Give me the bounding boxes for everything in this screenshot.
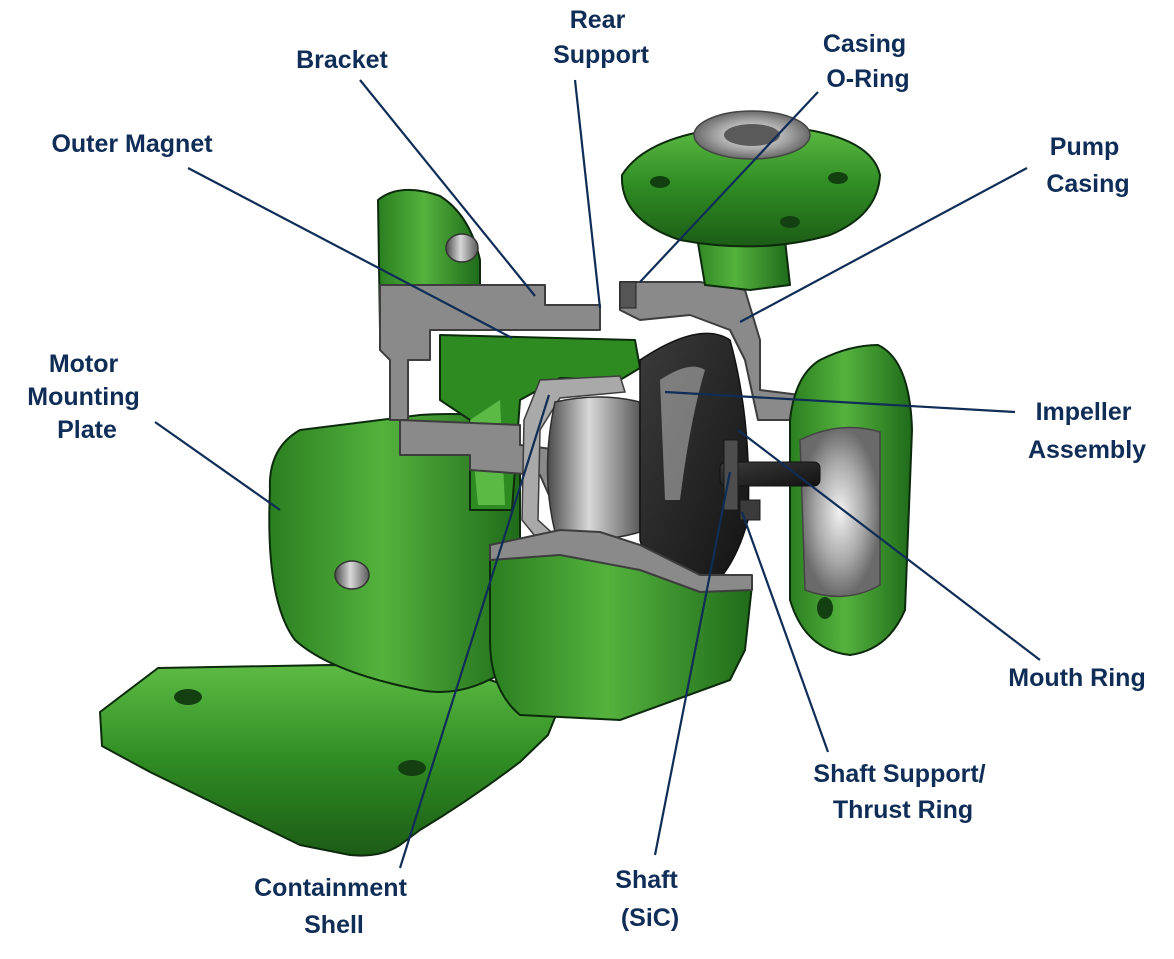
label-impeller-assembly: Impeller Assembly xyxy=(1028,398,1146,464)
base-foot-plate xyxy=(99,664,561,857)
suction-bore xyxy=(799,426,881,598)
flange-hole-1 xyxy=(650,176,670,188)
mounting-bolt-upper xyxy=(445,233,479,263)
leader-impeller-assembly xyxy=(664,390,1016,414)
label-shaft: Shaft (SiC) xyxy=(615,866,684,932)
label-rear-support: Rear Support xyxy=(553,6,649,69)
label-motor-mounting-plate: Motor Mounting Plate xyxy=(27,350,146,444)
labels: Rear Support Casing O-Ring Bracket Outer… xyxy=(27,6,1146,939)
label-casing-o-ring: Casing O-Ring xyxy=(823,30,913,93)
label-containment-shell: Containment Shell xyxy=(254,874,414,939)
label-mouth-ring: Mouth Ring xyxy=(1008,664,1145,692)
leader-pump-casing xyxy=(739,167,1028,323)
shaft-shape xyxy=(719,461,821,487)
foot-hole-left xyxy=(174,689,202,705)
label-bracket: Bracket xyxy=(296,46,388,74)
impeller-vane xyxy=(660,366,705,500)
pump-illustration xyxy=(99,110,913,857)
casing-o-ring-shape xyxy=(619,281,637,309)
thrust-ring-shape xyxy=(739,499,761,521)
mouth-ring-shape xyxy=(723,439,739,511)
leader-casing-o-ring xyxy=(639,91,819,283)
leader-mouth-ring xyxy=(737,429,1041,661)
foot-hole-right xyxy=(398,760,426,776)
pump-casing-lower-cut xyxy=(489,529,753,593)
leader-shaft xyxy=(653,471,732,856)
leader-motor-mounting-plate xyxy=(154,421,281,511)
leader-shaft-support xyxy=(740,511,830,753)
leader-containment-shell xyxy=(398,394,551,869)
suction-flange-hole xyxy=(817,597,833,619)
label-outer-magnet: Outer Magnet xyxy=(51,130,213,158)
label-pump-casing: Pump Casing xyxy=(1046,133,1129,198)
discharge-port-bore xyxy=(724,124,780,146)
leader-lines xyxy=(154,79,1041,869)
label-shaft-support: Shaft Support/ Thrust Ring xyxy=(813,760,992,824)
leader-rear-support xyxy=(573,79,602,309)
flange-hole-3 xyxy=(780,216,800,228)
mounting-bolt-lower xyxy=(334,560,370,590)
leader-outer-magnet xyxy=(187,167,513,339)
leader-bracket xyxy=(359,79,536,297)
bracket-cut-section xyxy=(379,284,601,421)
inner-rotor-shape xyxy=(546,396,641,540)
flange-hole-2 xyxy=(828,172,848,184)
